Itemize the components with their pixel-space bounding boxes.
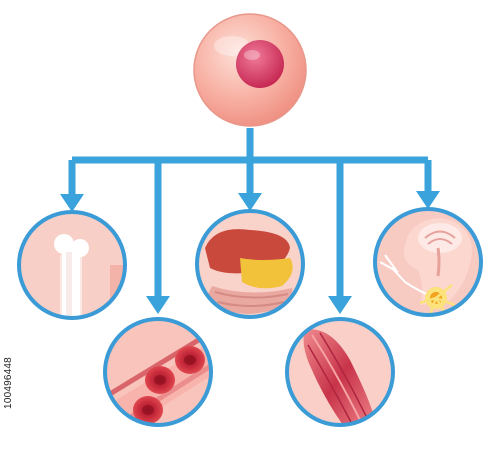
stock-id-label: 100496448 [3,357,14,409]
arrow-heads [60,191,440,314]
arrowhead-digestive [238,193,262,211]
arrowhead-blood [146,296,170,314]
red-blood-cells-icon [103,317,213,427]
bone-icon [17,210,127,320]
stem-cell-icon [193,13,307,127]
connector-arrows [68,128,432,300]
arrowhead-bone [60,194,84,212]
arrowhead-nerve [416,191,440,209]
brain-neuron-icon [373,207,483,317]
muscle-fiber-icon [285,317,395,427]
liver-stomach-icon [195,209,305,319]
arrowhead-muscle [328,296,352,314]
